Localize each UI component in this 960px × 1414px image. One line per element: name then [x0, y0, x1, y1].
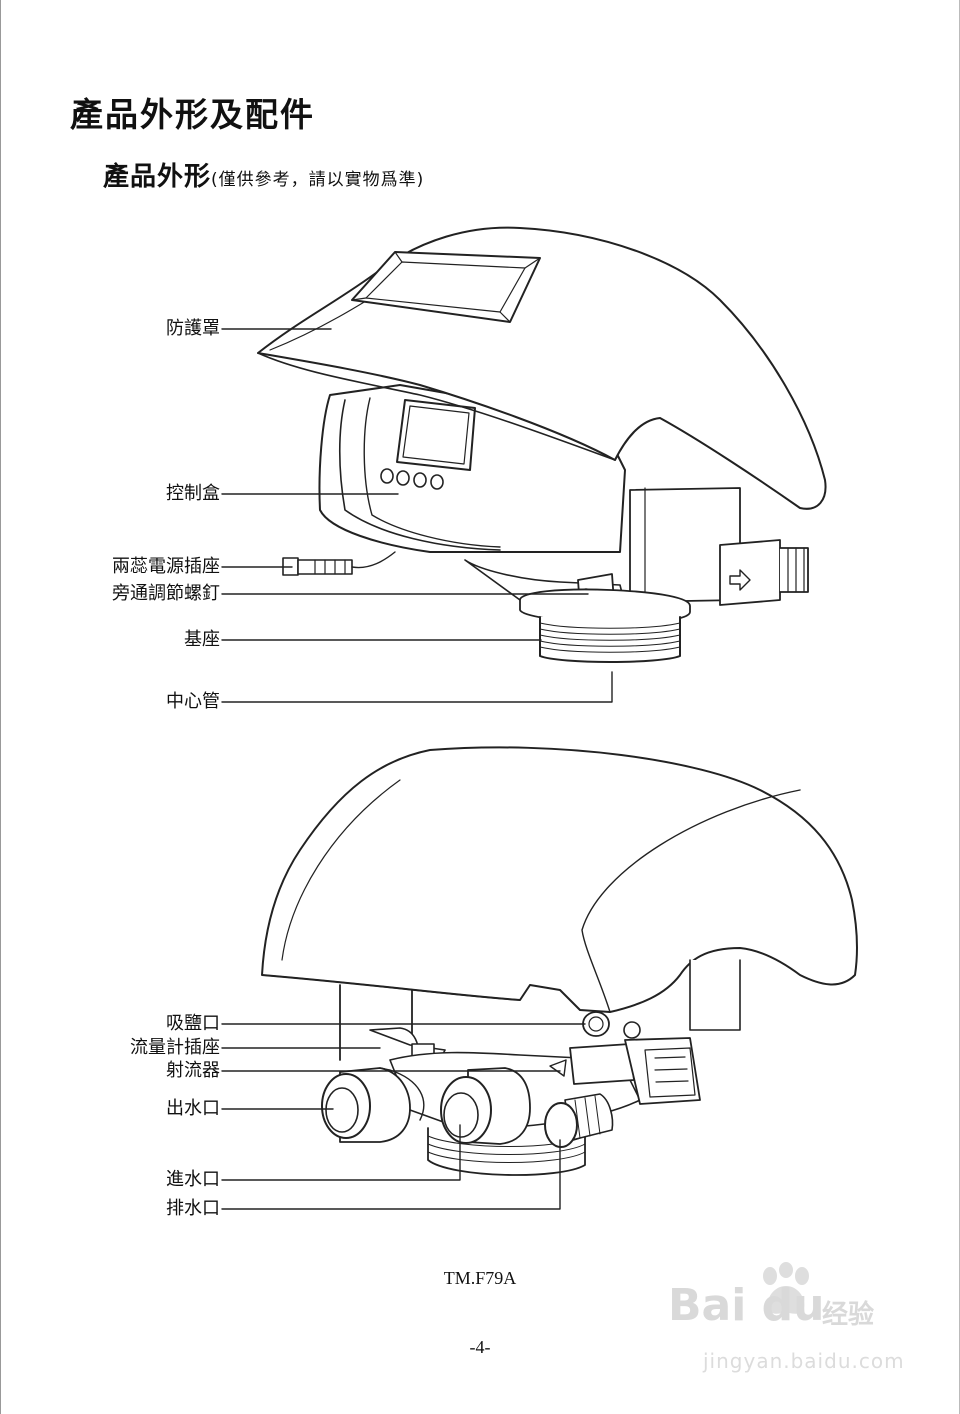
label-power-socket: 兩蕊電源插座 — [112, 556, 220, 577]
paw-logo-icon — [763, 1262, 809, 1314]
bottom-product-illustration — [261, 746, 858, 1176]
section-note: (僅供參考，請以實物爲準) — [211, 170, 425, 190]
section-title: 產品外形(僅供參考，請以實物爲準) — [103, 156, 424, 193]
page-number: -4- — [469, 1337, 491, 1357]
label-protective-cover: 防護罩 — [166, 318, 220, 339]
label-base: 基座 — [184, 629, 220, 650]
label-flow-meter-socket: 流量計插座 — [130, 1037, 220, 1058]
bottom-leader-lines — [221, 1023, 586, 1210]
watermark-brand: Bai du — [668, 1280, 825, 1331]
model-number: TM.F79A — [443, 1268, 517, 1288]
watermark-cn: 经验 — [822, 1300, 875, 1330]
label-drain-outlet: 排水口 — [166, 1198, 220, 1219]
page-title: 產品外形及配件 — [70, 95, 315, 134]
label-injector: 射流器 — [166, 1060, 220, 1081]
section-title-text: 產品外形 — [103, 162, 212, 192]
label-salt-suction: 吸鹽口 — [166, 1013, 220, 1034]
label-bypass-screw: 旁通調節螺釘 — [112, 583, 220, 604]
watermark-url: jingyan.baidu.com — [703, 1349, 905, 1373]
top-leader-lines — [221, 328, 613, 703]
page-left-border — [0, 0, 1, 1414]
top-product-illustration — [257, 226, 827, 663]
label-water-inlet: 進水口 — [166, 1169, 220, 1190]
label-water-outlet: 出水口 — [166, 1098, 220, 1119]
label-center-pipe: 中心管 — [166, 691, 220, 712]
label-control-box: 控制盒 — [166, 483, 220, 504]
